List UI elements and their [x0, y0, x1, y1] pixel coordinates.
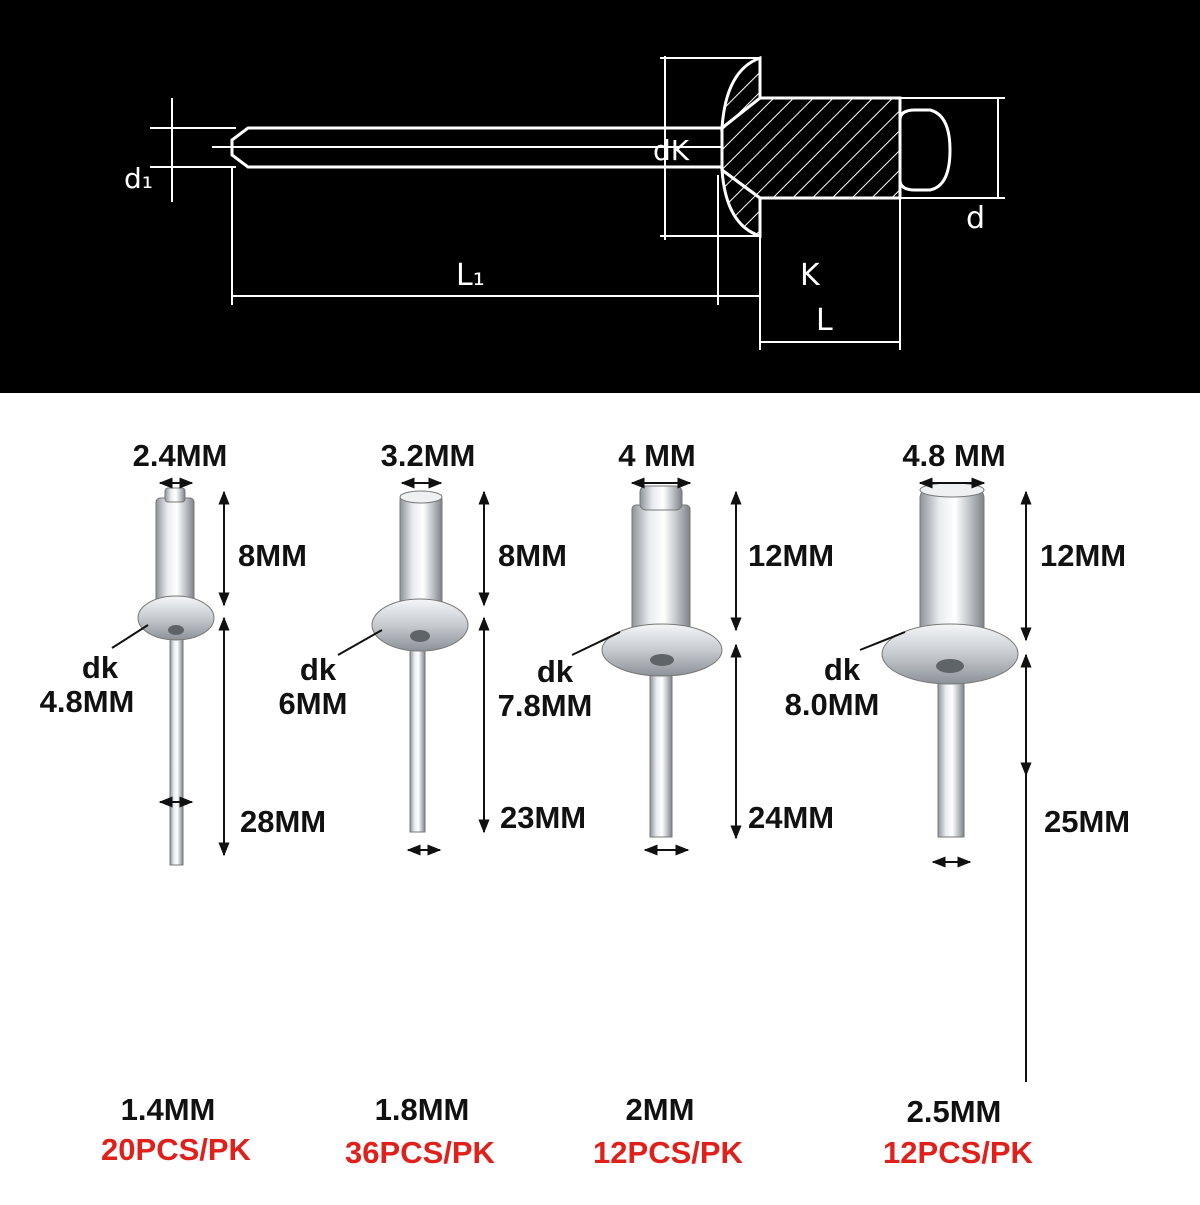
body-length-label: 12MM: [748, 538, 834, 573]
rivet-4-8mm: 4.8 MM 12MM dk 8.0MM 25MM 2.5MM 12PCS/PK: [785, 438, 1131, 1170]
rivet-2-4mm: 2.4MM 8MM dk 4.8MM 28MM 1.4MM 20PCS/PK: [40, 438, 327, 1167]
rivet-3-2mm: 3.2MM 8MM dk 6MM 23MM 1.8MM 36PCS/PK: [279, 438, 587, 1170]
body-length-label: 12MM: [1040, 538, 1126, 573]
rivet-photo: [601, 485, 723, 838]
mandrel-length-label: 24MM: [748, 800, 834, 835]
dimension-lines: [571, 477, 742, 856]
dk-value: 7.8MM: [498, 688, 593, 723]
mandrel-diameter-label: 2.5MM: [907, 1094, 1002, 1129]
dimension-lines: [859, 477, 1032, 1082]
pack-quantity: 12PCS/PK: [883, 1135, 1034, 1170]
pack-quantity: 12PCS/PK: [593, 1135, 744, 1170]
dk-value: 4.8MM: [40, 684, 135, 719]
schematic-label-d: d: [966, 201, 985, 236]
rivet-photo: [137, 487, 215, 866]
schematic-panel: d₁ dK d L₁ K L: [0, 0, 1200, 393]
head-diameter-label: 2.4MM: [133, 438, 228, 473]
mandrel-diameter-label: 1.4MM: [121, 1092, 216, 1127]
head-diameter-label: 4.8 MM: [902, 438, 1005, 473]
rivet-4mm: 4 MM 12MM dk 7.8MM 24MM 2MM 12PCS/PK: [498, 438, 835, 1170]
mandrel-length-label: 28MM: [240, 804, 326, 839]
rivet-body-section: [720, 96, 902, 200]
dimension-lines: [337, 477, 490, 856]
mandrel-length-label: 25MM: [1044, 804, 1130, 839]
mandrel-diameter-label: 1.8MM: [375, 1092, 470, 1127]
schematic-label-d1: d₁: [124, 162, 153, 195]
body-length-label: 8MM: [498, 538, 567, 573]
schematic-background: [0, 0, 1200, 393]
dk-label: dk: [82, 650, 119, 685]
schematic-label-l: L: [816, 303, 833, 338]
dimension-lines: [111, 477, 230, 857]
rivet-photo: [371, 490, 469, 833]
head-diameter-label: 4 MM: [618, 438, 696, 473]
schematic-label-l1: L₁: [456, 258, 485, 293]
schematic-label-k: K: [800, 258, 821, 293]
mandrel-length-label: 23MM: [500, 800, 586, 835]
dk-value: 6MM: [279, 686, 348, 721]
schematic-label-dk: dK: [653, 134, 690, 167]
body-length-label: 8MM: [238, 538, 307, 573]
rivet-schematic-drawing: [150, 55, 1005, 350]
pack-quantity: 36PCS/PK: [345, 1135, 496, 1170]
mandrel-head: [898, 108, 952, 192]
dk-label: dk: [300, 652, 337, 687]
pack-quantity: 20PCS/PK: [101, 1132, 252, 1167]
head-diameter-label: 3.2MM: [381, 438, 476, 473]
mandrel-diameter-label: 2MM: [626, 1092, 695, 1127]
dk-value: 8.0MM: [785, 687, 880, 722]
dk-label: dk: [537, 654, 574, 689]
rivet-photo: [881, 482, 1019, 838]
dk-label: dk: [824, 652, 861, 687]
